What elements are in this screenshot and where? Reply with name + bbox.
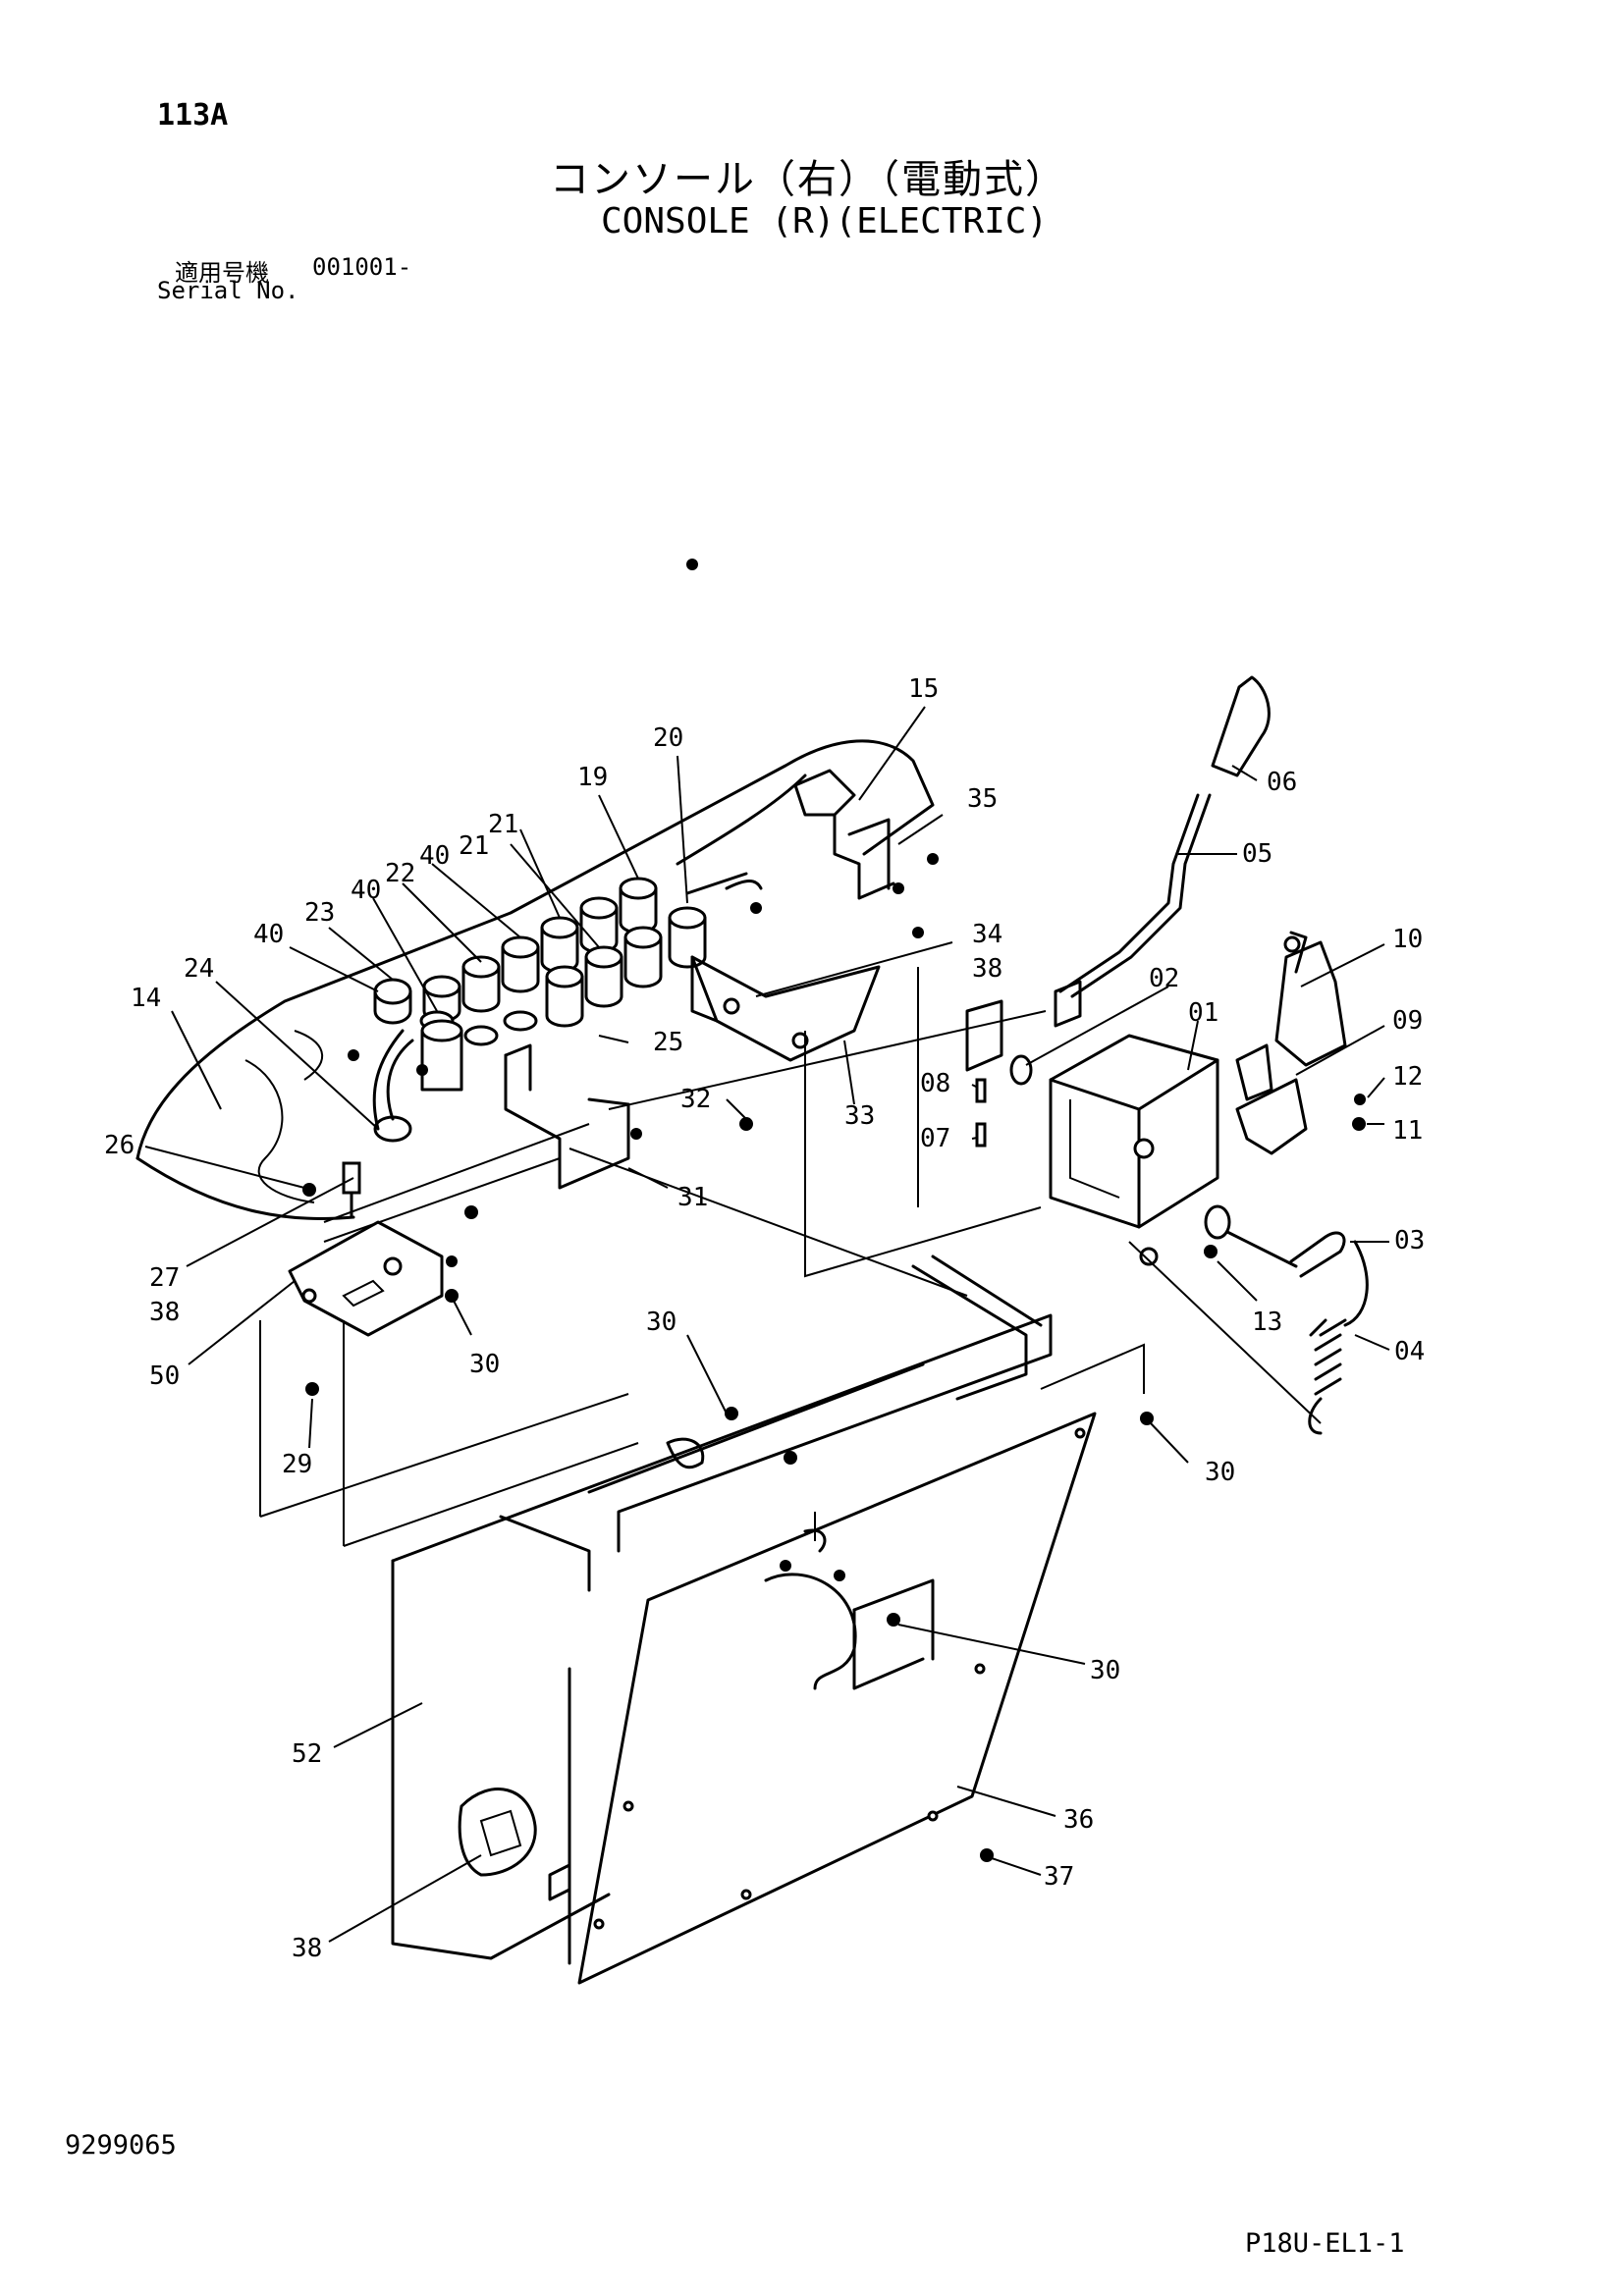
serial-label-japanese: 適用号機 [175,259,269,287]
callout-10: 10 [1392,925,1423,954]
document-number: 9299065 [65,2130,177,2161]
callout-40a: 40 [419,841,450,871]
box-01 [1049,1034,1219,1266]
callout-04: 04 [1394,1337,1425,1366]
callout-30c: 30 [1205,1458,1235,1487]
title-japanese: コンソール（右）（電動式） [550,157,1066,202]
callout-23: 23 [304,898,335,928]
callout-36: 36 [1063,1805,1094,1835]
callout-05: 05 [1242,839,1272,869]
callout-52: 52 [292,1739,322,1769]
callout-22: 22 [385,859,415,888]
callout-40b: 40 [351,876,381,905]
callout-15: 15 [908,674,939,704]
callout-25: 25 [653,1028,683,1057]
micro-switch [1235,931,1347,1155]
callout-24: 24 [184,954,214,984]
callout-21a: 21 [488,810,518,839]
callout-31: 31 [677,1183,708,1212]
callout-38a: 38 [972,954,1002,984]
cover-plate-36 [577,1412,1097,1985]
callout-20: 20 [653,723,683,753]
callout-35: 35 [967,784,998,814]
callout-38c: 38 [292,1934,322,1963]
serial-value: 001001- [312,253,412,281]
lever-assembly [965,675,1271,1086]
callout-06: 06 [1267,768,1297,797]
page-number: 113A [157,98,229,133]
callout-33: 33 [844,1101,875,1131]
callout-32: 32 [680,1085,711,1114]
callout-19: 19 [577,763,608,792]
callout-38b: 38 [149,1298,180,1327]
callout-37: 37 [1044,1862,1074,1892]
lower-frame [391,1255,1053,1965]
callout-11: 11 [1392,1116,1423,1146]
callout-50: 50 [149,1362,180,1391]
callout-02: 02 [1149,964,1179,993]
callout-30d: 30 [1090,1656,1120,1685]
callouts: 15 20 19 21 21 40 22 40 23 40 24 14 35 3… [104,674,1425,1963]
callout-01: 01 [1188,998,1218,1028]
serial-label-english: Serial No. [157,277,299,304]
page-code: P18U-EL1-1 [1245,2228,1405,2259]
callout-12: 12 [1392,1062,1423,1092]
callout-29: 29 [282,1450,312,1479]
callout-40c: 40 [253,920,284,949]
grommet-38 [458,1788,571,1901]
callout-13: 13 [1252,1308,1282,1337]
callout-03: 03 [1394,1226,1425,1255]
switch-knobs [373,872,763,1046]
callout-08: 08 [920,1069,950,1098]
callout-07: 07 [920,1124,950,1153]
callout-09: 09 [1392,1006,1423,1036]
relay-harness [342,1019,463,1219]
callout-34: 34 [972,920,1002,949]
callout-14: 14 [131,984,161,1013]
callout-26: 26 [104,1131,135,1160]
callout-21b: 21 [459,831,489,861]
title-english: CONSOLE (R)(ELECTRIC) [601,201,1049,241]
callout-30b: 30 [646,1308,677,1337]
callout-30a: 30 [469,1350,500,1379]
pin-and-spring [1204,1204,1369,1435]
brackets [288,955,881,1337]
bolts [302,559,1366,1862]
assembly-lines [259,967,1322,1547]
switch-15 [793,769,895,900]
callout-27: 27 [149,1263,180,1293]
